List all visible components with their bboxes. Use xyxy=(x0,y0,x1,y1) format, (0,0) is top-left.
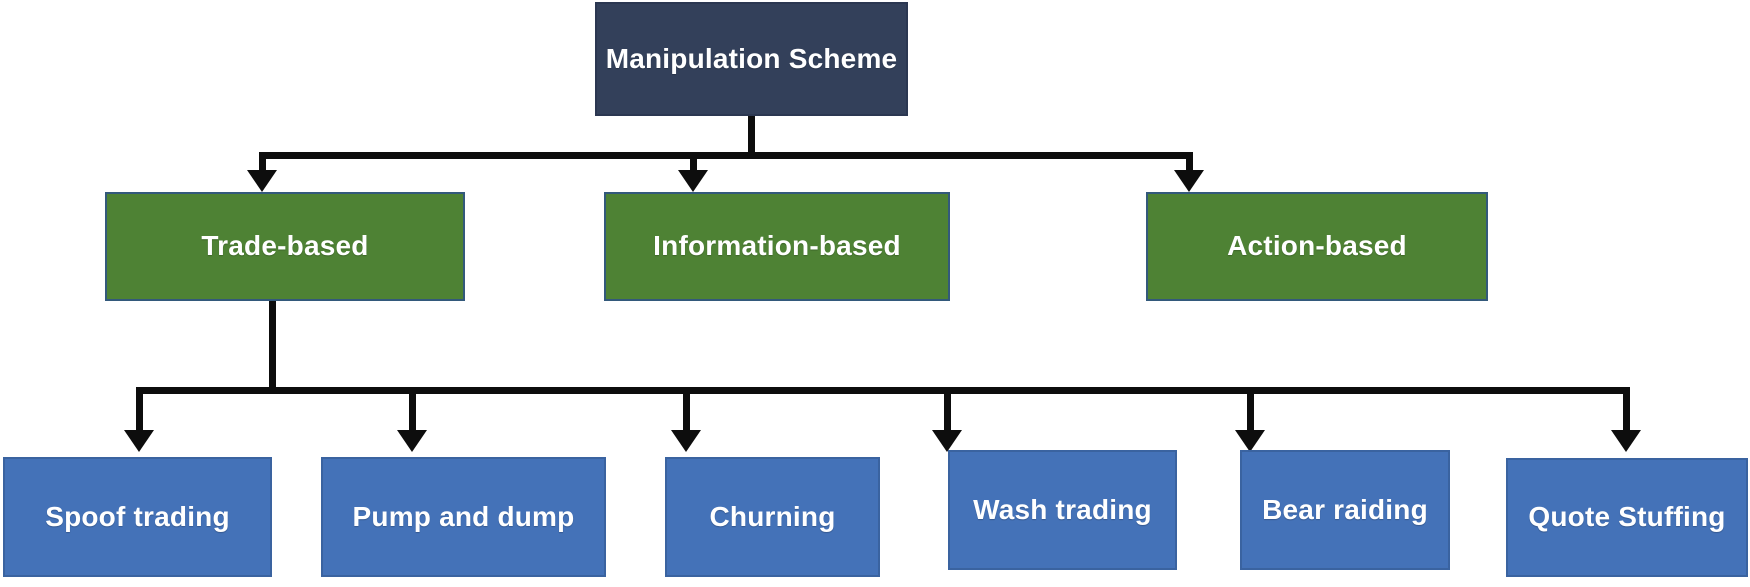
connector-root-stem xyxy=(748,115,755,157)
node-wash-trading[interactable]: Wash trading xyxy=(948,450,1177,570)
node-spoof-trading[interactable]: Spoof trading xyxy=(3,457,272,577)
node-manipulation-scheme[interactable]: Manipulation Scheme xyxy=(595,2,908,116)
node-pump-and-dump[interactable]: Pump and dump xyxy=(321,457,606,577)
arrowhead-action-based xyxy=(1174,170,1204,192)
arrowhead-bear-raiding xyxy=(1235,430,1265,452)
arrowhead-spoof-trading xyxy=(124,430,154,452)
connector-drop-quote-stuffing xyxy=(1623,387,1630,432)
connector-trade-based-stem xyxy=(269,300,276,391)
connector-drop-pump-and-dump xyxy=(409,387,416,432)
arrowhead-quote-stuffing xyxy=(1611,430,1641,452)
connector-drop-spoof-trading xyxy=(136,387,143,432)
node-trade-based[interactable]: Trade-based xyxy=(105,192,465,301)
arrowhead-information-based xyxy=(678,170,708,192)
node-bear-raiding[interactable]: Bear raiding xyxy=(1240,450,1450,570)
node-information-based[interactable]: Information-based xyxy=(604,192,950,301)
connector-drop-wash-trading xyxy=(944,387,951,432)
connector-drop-action-based xyxy=(1186,152,1193,174)
node-action-based[interactable]: Action-based xyxy=(1146,192,1488,301)
node-quote-stuffing[interactable]: Quote Stuffing xyxy=(1506,458,1748,577)
node-churning[interactable]: Churning xyxy=(665,457,880,577)
connector-categories-bus xyxy=(259,152,1193,159)
connector-drop-churning xyxy=(683,387,690,432)
arrowhead-pump-and-dump xyxy=(397,430,427,452)
connector-drop-trade-based xyxy=(259,152,266,174)
arrowhead-churning xyxy=(671,430,701,452)
connector-leaves-bus xyxy=(136,387,1630,394)
arrowhead-trade-based xyxy=(247,170,277,192)
connector-drop-bear-raiding xyxy=(1247,387,1254,432)
connector-drop-information-based xyxy=(690,152,697,174)
arrowhead-wash-trading xyxy=(932,430,962,452)
